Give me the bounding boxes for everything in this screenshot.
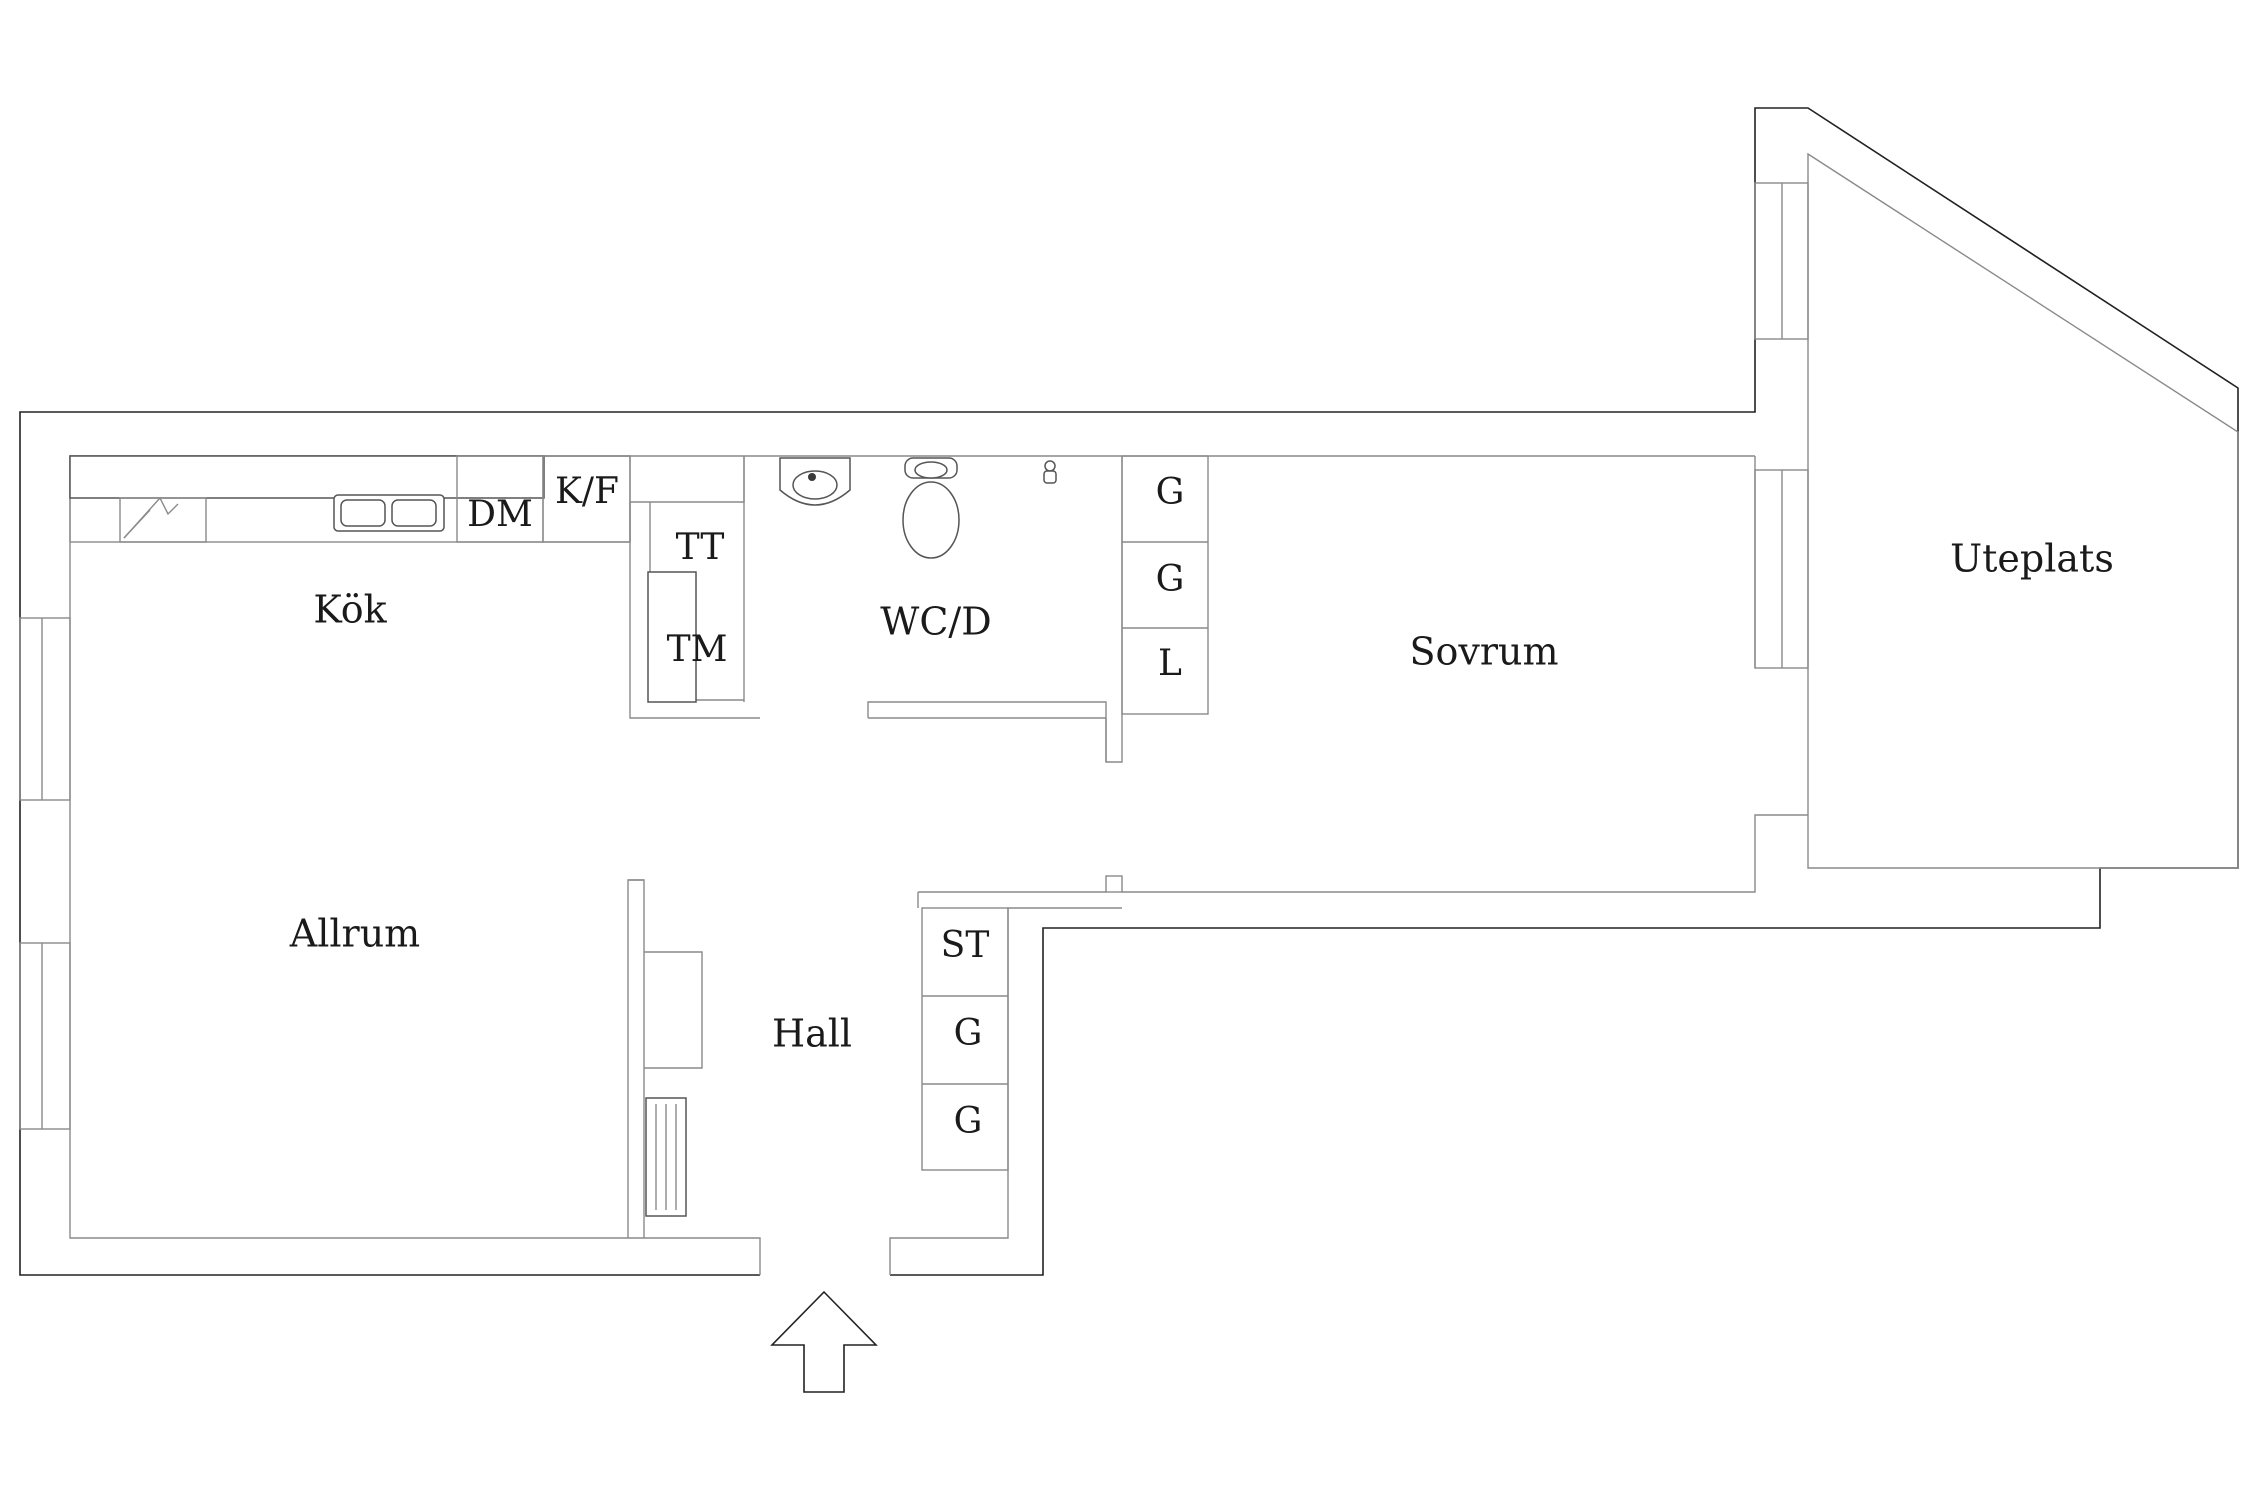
laundry-area — [629, 456, 760, 719]
wardrobe-label-hall-1: ST — [941, 925, 990, 966]
wardrobe-label-hall-2: G — [954, 1013, 983, 1054]
room-label-sovrum: Sovrum — [1409, 630, 1558, 674]
outer-wall — [19, 107, 2239, 1276]
radiator-icon — [645, 1097, 687, 1217]
kitchen-counter — [69, 455, 631, 543]
wardrobe-label-hall-3: G — [954, 1101, 983, 1142]
room-label-hall: Hall — [772, 1012, 852, 1056]
fixture-label-dm: DM — [467, 494, 533, 535]
shower-icon — [1043, 460, 1057, 484]
entrance-arrow-icon — [770, 1290, 878, 1393]
wardrobe-label-sovrum-1: G — [1156, 472, 1185, 513]
fixture-label-tt: TT — [676, 527, 725, 568]
fixture-label-tm: TM — [667, 629, 728, 670]
wardrobe-label-sovrum-3: L — [1158, 643, 1182, 684]
wardrobe-label-sovrum-2: G — [1156, 559, 1185, 600]
kitchen-sink-icon — [333, 494, 445, 532]
room-label-allrum: Allrum — [289, 912, 420, 956]
room-label-uteplats: Uteplats — [1950, 537, 2114, 581]
toilet-icon — [902, 457, 960, 559]
wall-stubs — [917, 875, 1123, 908]
room-label-wcd: WC/D — [880, 600, 991, 644]
allrum-hall-wall — [627, 879, 703, 1238]
fixture-label-kf: K/F — [555, 471, 619, 512]
windows — [19, 182, 1809, 1130]
washbasin-icon — [779, 457, 851, 506]
hall-wardrobe — [921, 907, 1009, 1171]
sovrum-wardrobe — [1121, 455, 1756, 715]
room-label-kok: Kök — [313, 588, 387, 632]
